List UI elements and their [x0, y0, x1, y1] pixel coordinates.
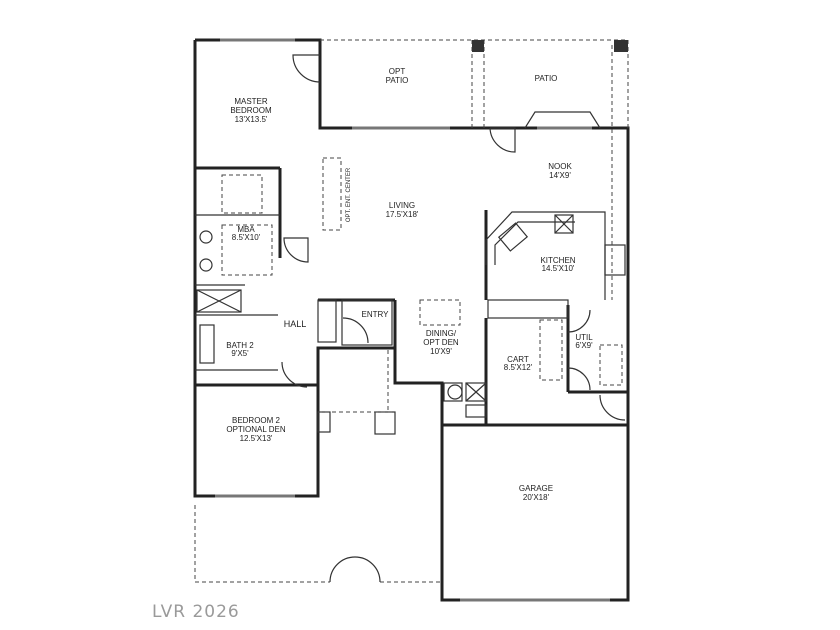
util-label: UTIL [575, 333, 593, 342]
windows [215, 38, 628, 602]
kitchen-size: 14.5'X10' [542, 264, 575, 273]
bedroom2-label-2: OPTIONAL DEN [226, 425, 285, 434]
master-bedroom-label: MASTER [234, 97, 268, 106]
master-bedroom-label-2: BEDROOM [230, 106, 272, 115]
living-label: LIVING [389, 201, 415, 210]
util-size: 6'X9' [575, 341, 593, 350]
ent-center-label: OPT. ENT. CENTER [346, 167, 352, 222]
kitchen-label: KITCHEN [540, 256, 575, 265]
bedroom2-size: 12.5'X13' [240, 434, 273, 443]
dining-size: 10'X9' [430, 347, 452, 356]
bath2-size: 9'X5' [231, 349, 249, 358]
opt-patio-label-2: PATIO [386, 76, 409, 85]
room-labels: MASTER BEDROOM 13'X13.5' OPT PATIO PATIO… [226, 67, 593, 502]
bedroom2-label: BEDROOM 2 [232, 416, 281, 425]
doors [281, 54, 626, 583]
dining-label: DINING/ [426, 329, 457, 338]
mba-size: 8.5'X10' [232, 233, 261, 242]
living-size: 17.5'X18' [386, 210, 419, 219]
walls [193, 38, 630, 602]
nook-label: NOOK [548, 162, 572, 171]
patio-label: PATIO [535, 74, 558, 83]
garage-size: 20'X18' [523, 493, 550, 502]
garage-label: GARAGE [519, 484, 553, 493]
hall-label: HALL [284, 319, 307, 329]
dining-label-2: OPT DEN [423, 338, 459, 347]
bath2-label: BATH 2 [226, 341, 254, 350]
nook-size: 14'X9' [549, 171, 571, 180]
mba-label: MBA [237, 225, 255, 234]
master-bedroom-size: 13'X13.5' [235, 115, 268, 124]
cart-label: CART [507, 355, 529, 364]
watermark: LVR 2026 [152, 602, 240, 622]
opt-patio-label: OPT [389, 67, 406, 76]
interior-lines [195, 211, 626, 435]
entry-label: ENTRY [362, 310, 390, 319]
cart-size: 8.5'X12' [504, 363, 533, 372]
